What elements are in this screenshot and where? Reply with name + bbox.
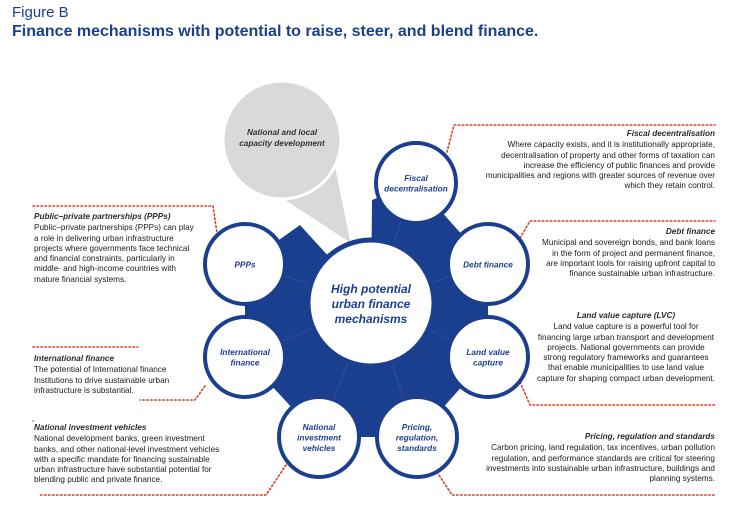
hub-label-line: High potential: [331, 282, 412, 296]
desc-pricing-body: Carbon pricing, land regulation, tax inc…: [486, 443, 715, 484]
node-fiscal: [374, 141, 458, 225]
node-nivs: [277, 395, 361, 479]
connector-ppps: [32, 205, 219, 241]
node-pricing-label-line: regulation,: [396, 432, 438, 442]
desc-debt-body: Municipal and sovereign bonds, and bank …: [542, 238, 715, 279]
desc-intl-heading: International finance: [34, 354, 115, 363]
connector-intl-b: [139, 385, 206, 401]
node-pricing: [375, 395, 459, 479]
node-debt-label: Debt finance: [463, 259, 513, 269]
node-intl-label-line: International: [220, 347, 270, 357]
hub-label-line: urban finance: [332, 297, 411, 311]
desc-nivs-heading: National investment vehicles: [34, 423, 147, 432]
desc-lvc-body: Land value capture is a powerful tool fo…: [537, 322, 715, 383]
desc-fiscal: Fiscal decentralisation Where capacity e…: [478, 129, 715, 192]
figure-title: Finance mechanisms with potential to rai…: [12, 23, 539, 40]
desc-lvc-heading: Land value capture (LVC): [576, 311, 676, 320]
node-pricing-label-line: standards: [397, 443, 437, 453]
node-pricing-label: Pricing,regulation,standards: [396, 422, 438, 453]
node-pricing-label-line: Pricing,: [402, 422, 432, 432]
node-debt: [446, 222, 530, 306]
capacity-bubble-label-line: capacity development: [239, 139, 325, 148]
node-ppps: [203, 222, 287, 306]
desc-ppps-body: Public–private partnerships (PPPs) can p…: [34, 223, 194, 284]
node-nivs-label-line: investment: [297, 432, 342, 442]
desc-nivs-body: National development banks, green invest…: [34, 434, 220, 485]
desc-ppps-heading: Public–private partnerships (PPPs): [34, 212, 171, 221]
desc-lvc: Land value capture (LVC) Land value capt…: [536, 311, 716, 384]
node-lvc-label-line: Land value: [466, 347, 510, 357]
node-debt-label-line: Debt finance: [463, 259, 513, 269]
desc-pricing: Pricing, regulation and standards Carbon…: [476, 432, 715, 484]
node-nivs-label-line: vehicles: [303, 443, 336, 453]
desc-ppps: Public–private partnerships (PPPs) Publi…: [34, 212, 194, 285]
node-lvc-label-line: capture: [473, 358, 503, 368]
connector-pricing: [436, 471, 716, 496]
hub-circle: [305, 237, 437, 369]
node-fiscal-label-line: Fiscal: [404, 173, 428, 183]
desc-debt-heading: Debt finance: [665, 227, 715, 236]
desc-intl: International finance The potential of I…: [34, 354, 194, 396]
capacity-bubble-label-line: National and local: [247, 128, 318, 137]
node-intl-label-line: finance: [230, 358, 259, 368]
connector-nivs: [39, 464, 287, 496]
hub-label-line: mechanisms: [335, 312, 408, 326]
node-ppps-label: PPPs: [234, 259, 256, 269]
node-intl: [203, 315, 287, 399]
node-nivs-label-line: National: [303, 422, 336, 432]
desc-fiscal-body: Where capacity exists, and it is institu…: [485, 140, 715, 191]
desc-intl-body: The potential of International finance I…: [34, 365, 170, 395]
node-ppps-label-line: PPPs: [234, 259, 256, 269]
desc-fiscal-heading: Fiscal decentralisation: [626, 129, 715, 138]
figure-label: Figure B: [12, 4, 69, 21]
node-fiscal-label-line: decentralisation: [384, 184, 448, 194]
connector-lvc: [519, 381, 716, 406]
desc-nivs: National investment vehicles National de…: [34, 423, 229, 486]
desc-debt: Debt finance Municipal and sovereign bon…: [542, 227, 715, 279]
connector-debt: [519, 220, 716, 239]
capacity-bubble-label: National and local capacity development: [239, 128, 325, 148]
capacity-bubble: [221, 79, 343, 201]
desc-pricing-heading: Pricing, regulation and standards: [584, 432, 715, 441]
connector-fiscal: [446, 124, 716, 153]
node-lvc: [446, 315, 530, 399]
